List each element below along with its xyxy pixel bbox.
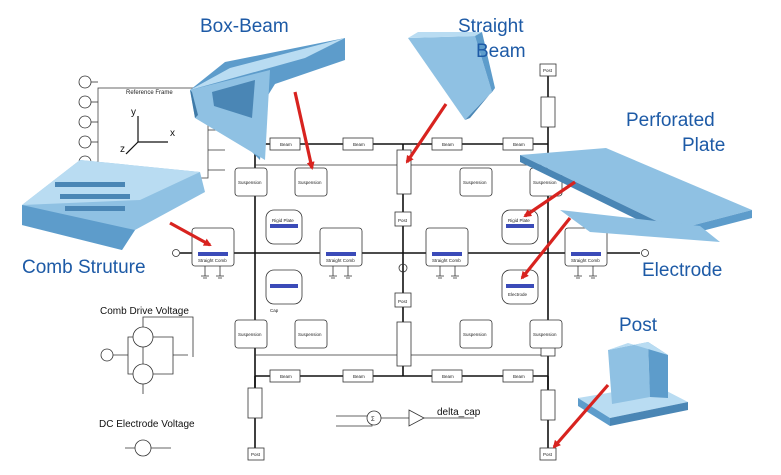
dc-electrode-voltage-label: DC Electrode Voltage (99, 419, 195, 430)
axis-x-label: x (170, 128, 175, 139)
axis-z-label: z (120, 144, 125, 155)
comb-drive-voltage-label: Comb Drive Voltage (100, 306, 189, 317)
suspension-label: Suspension (463, 180, 487, 185)
callout-straight-beam-2: Beam (476, 41, 526, 62)
post-label: Post (543, 452, 553, 457)
callout-labels: Box-Beam Straight Beam Perforated Plate … (22, 16, 725, 336)
callout-arrows (169, 91, 610, 449)
suspension-label: Suspension (533, 180, 557, 185)
box-beam-illustration (190, 38, 345, 160)
callout-electrode: Electrode (642, 260, 722, 281)
straight-beam-illustration (408, 32, 495, 120)
beam-label: Beam (442, 374, 454, 379)
block-labels: Beam Beam Beam Beam Beam Beam Beam Beam … (198, 68, 600, 457)
cap-label: Cap (270, 308, 279, 313)
delta-cap-label: delta_cap (437, 407, 481, 418)
post-label: Post (398, 218, 408, 223)
delta-cap-circuit: Σ delta_cap (336, 407, 481, 427)
comb-label: Straight Comb (571, 258, 600, 263)
beam-label: Beam (353, 374, 365, 379)
post-illustration (578, 342, 688, 426)
beam-label: Beam (513, 142, 525, 147)
callout-post: Post (619, 315, 658, 336)
arrow-comb (169, 221, 212, 247)
svg-text:Σ: Σ (371, 417, 375, 423)
comb-label: Straight Comb (198, 258, 227, 263)
callout-box-beam: Box-Beam (200, 16, 289, 37)
callout-straight-beam-1: Straight (458, 16, 524, 37)
reference-frame-title: Reference Frame (126, 90, 173, 96)
beam-label: Beam (353, 142, 365, 147)
arrow-box-beam (293, 91, 315, 170)
callout-perforated-1: Perforated (626, 110, 715, 131)
suspension-label: Suspension (298, 180, 322, 185)
callout-comb: Comb Struture (22, 257, 146, 278)
post-label: Post (543, 68, 553, 73)
arrow-post (552, 383, 610, 449)
rigid-plate-label: Rigid Plate (272, 218, 294, 223)
suspension-label: Suspension (533, 332, 557, 337)
suspension-label: Suspension (463, 332, 487, 337)
reference-frame-panel: Reference Frame y x z (78, 75, 225, 189)
callout-perforated-2: Plate (682, 135, 725, 156)
axis-y-label: y (131, 107, 136, 118)
arrow-electrode (520, 217, 572, 280)
arrow-perforated-plate (523, 180, 576, 218)
perforated-plate-illustration (520, 148, 752, 242)
post-label: Post (251, 452, 261, 457)
suspension-label: Suspension (298, 332, 322, 337)
comb-structure-illustration (22, 160, 205, 250)
beam-label: Beam (442, 142, 454, 147)
arrow-straight-beam (405, 103, 448, 164)
beam-label: Beam (280, 374, 292, 379)
comb-drive-voltage-circuit: Comb Drive Voltage DC Electrode Voltage (99, 306, 195, 457)
comb-label: Straight Comb (326, 258, 355, 263)
rigid-plate-label: Rigid Plate (508, 218, 530, 223)
electrode-block-label: Electrode (508, 292, 528, 297)
beam-label: Beam (513, 374, 525, 379)
suspension-label: Suspension (238, 332, 262, 337)
suspension-label: Suspension (238, 180, 262, 185)
schematic-grid (172, 63, 649, 461)
post-label: Post (398, 299, 408, 304)
beam-label: Beam (280, 142, 292, 147)
comb-label: Straight Comb (432, 258, 461, 263)
